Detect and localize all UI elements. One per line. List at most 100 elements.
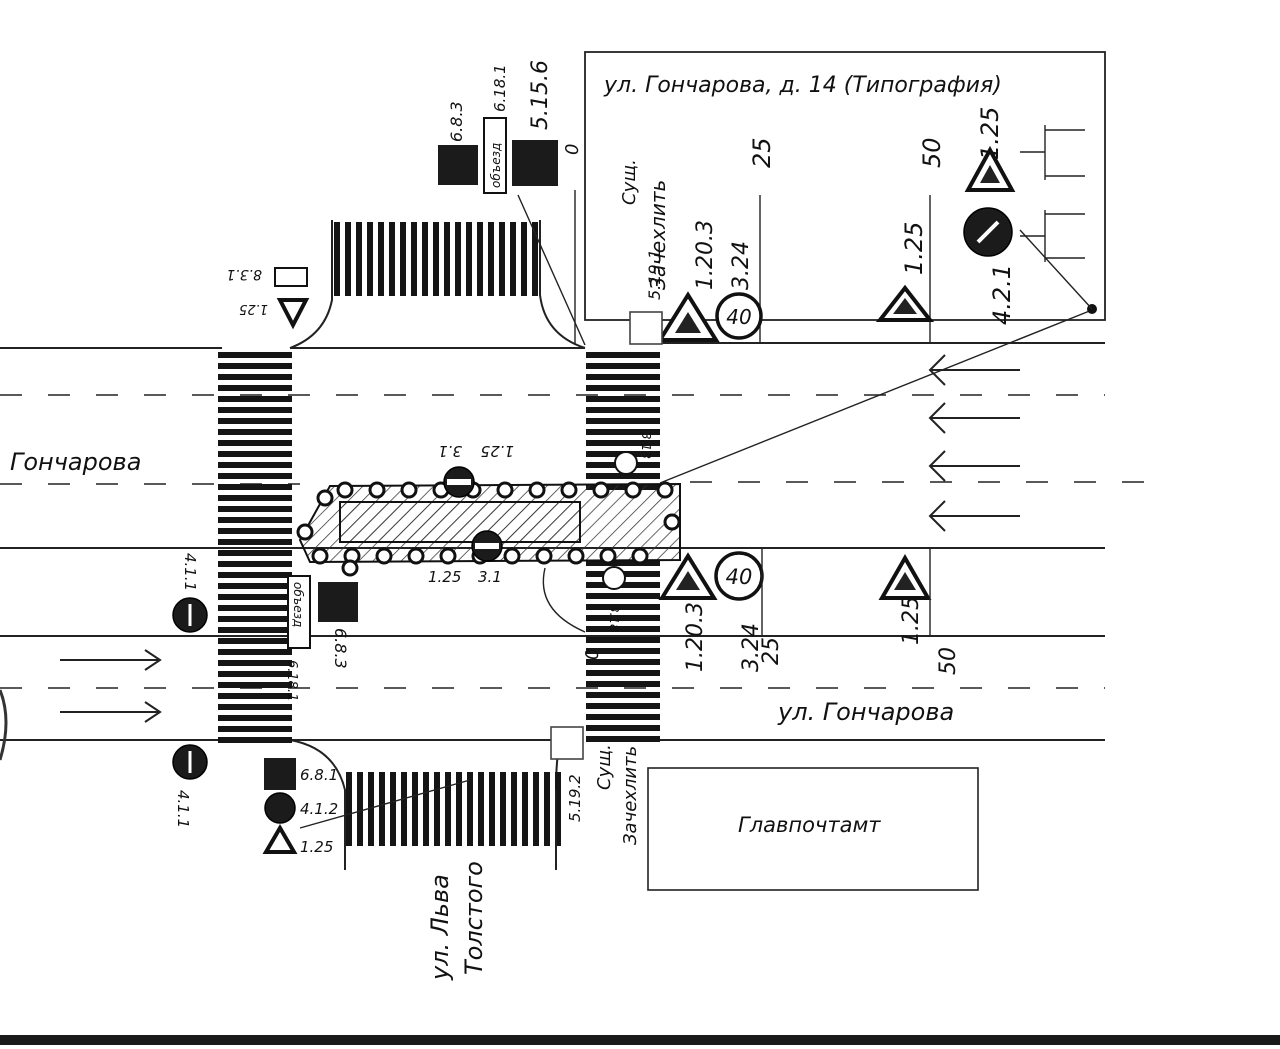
crosswalk-stripe [467, 772, 473, 846]
note-existing: Сущ. [619, 159, 640, 205]
bollard [656, 481, 674, 499]
crosswalk-stripe [586, 374, 660, 380]
warning-sign-icon [878, 553, 932, 600]
svg-text:5.19.2: 5.19.2 [566, 774, 584, 822]
svg-text:6.8.3: 6.8.3 [447, 101, 466, 142]
bollard [311, 547, 329, 565]
crosswalk-stripe [218, 726, 292, 732]
crosswalk-stripe [499, 222, 505, 296]
bottom-area: 5.19.2 Сущ. Зачехлить ул. Льва Толстого … [426, 744, 979, 981]
crosswalk-stripe [586, 593, 660, 599]
building-title: ул. Гончарова, д. 14 (Типография) [603, 73, 1002, 98]
svg-text:1.25: 1.25 [481, 442, 514, 460]
crosswalk-stripe [412, 772, 418, 846]
crosswalk-stripe [533, 772, 539, 846]
bollard [496, 481, 514, 499]
dist-50-top: 50 [918, 137, 946, 168]
svg-text:3.1: 3.1 [478, 568, 502, 586]
svg-text:8.3.1: 8.3.1 [226, 266, 262, 282]
code-1203-top: 1.20.3 [693, 220, 718, 290]
crosswalk-stripe [367, 222, 373, 296]
crosswalk-stripe [218, 517, 292, 523]
svg-text:6.8.3: 6.8.3 [331, 628, 350, 669]
crosswalk-stripe [586, 396, 660, 402]
crosswalk-stripe [218, 572, 292, 578]
crosswalk-stripe [345, 222, 351, 296]
straight-right-sign-icon [264, 792, 296, 824]
bollard [368, 481, 386, 499]
detour-plate-icon [287, 575, 311, 649]
crosswalk-stripe [586, 670, 660, 676]
crosswalk-stripe [218, 737, 292, 743]
crosswalk-stripe [378, 222, 384, 296]
crosswalk-stripe [218, 396, 292, 402]
crosswalk-stripe [218, 660, 292, 666]
svg-text:6.8.1: 6.8.1 [300, 766, 338, 784]
bollard [567, 547, 585, 565]
bollard [663, 513, 681, 531]
crosswalk-stripe [218, 462, 292, 468]
street-bottom-label: ул. Гончарова [777, 698, 954, 726]
crosswalk-bottom [346, 772, 561, 846]
svg-text:3.18: 3.18 [639, 432, 653, 459]
svg-text:1.20.3: 1.20.3 [683, 602, 708, 672]
crosswalk-stripe [586, 626, 660, 632]
crosswalk-stripe [477, 222, 483, 296]
lane-sign-icon [512, 140, 558, 186]
crosswalk-stripe [555, 772, 561, 846]
crosswalk-stripe [218, 495, 292, 501]
svg-text:Зачехлить: Зачехлить [620, 746, 641, 845]
detour-plate-icon [438, 145, 478, 185]
crosswalk-stripe [346, 772, 352, 846]
svg-text:объезд: объезд [489, 143, 503, 188]
crosswalk-plate-icon [550, 726, 584, 760]
crosswalk-stripe [218, 693, 292, 699]
bollard [407, 547, 425, 565]
crosswalk-stripe [400, 222, 406, 296]
detour-plate-icon [318, 582, 358, 622]
leader-line [659, 309, 1093, 484]
crosswalk-left [218, 352, 292, 743]
warning-sign-icon [656, 291, 720, 342]
crosswalk-stripe [445, 772, 451, 846]
bollard [316, 489, 334, 507]
crosswalk-stripe [586, 703, 660, 709]
crosswalk-stripe [433, 222, 439, 296]
crosswalk-stripe [218, 649, 292, 655]
crosswalk-stripe [586, 681, 660, 687]
crosswalk-stripe [218, 704, 292, 710]
crosswalk-stripe [586, 429, 660, 435]
crosswalk-stripe [218, 638, 292, 644]
crosswalk-stripe [218, 682, 292, 688]
building-top: ул. Гончарова, д. 14 (Типография) Сущ. З… [574, 51, 1106, 345]
crosswalk-stripe [586, 418, 660, 424]
lane-sign-icon [264, 758, 296, 790]
crosswalk-stripe [586, 659, 660, 665]
crosswalk-stripe [334, 222, 340, 296]
crosswalk-stripe [218, 594, 292, 600]
crosswalk-stripe [586, 363, 660, 369]
crosswalk-stripe [218, 616, 292, 622]
bollard [503, 547, 521, 565]
bollard [560, 481, 578, 499]
crosswalk-stripe [423, 772, 429, 846]
crosswalk-stripe [422, 222, 428, 296]
median-island [296, 481, 681, 577]
post-office-label: Главпочтамт [738, 813, 881, 837]
crosswalk-stripe [586, 725, 660, 731]
code-421: 4.2.1 [988, 264, 1016, 325]
code-324-top: 3.24 [729, 241, 754, 290]
bollard [631, 547, 649, 565]
left-signs: 4.1.1 4.1.1 объезд 6.8.3 6.18.1 6.8.1 4.… [172, 553, 471, 856]
code-125-mid: 1.25 [900, 222, 928, 275]
crosswalk-stripe [389, 222, 395, 296]
crosswalk-stripe [500, 772, 506, 846]
crosswalk-stripe [434, 772, 440, 846]
crosswalk-stripe [218, 407, 292, 413]
crosswalk-stripe [478, 772, 484, 846]
crosswalk-stripe [544, 772, 550, 846]
bollard [528, 481, 546, 499]
crosswalk-stripe [218, 374, 292, 380]
